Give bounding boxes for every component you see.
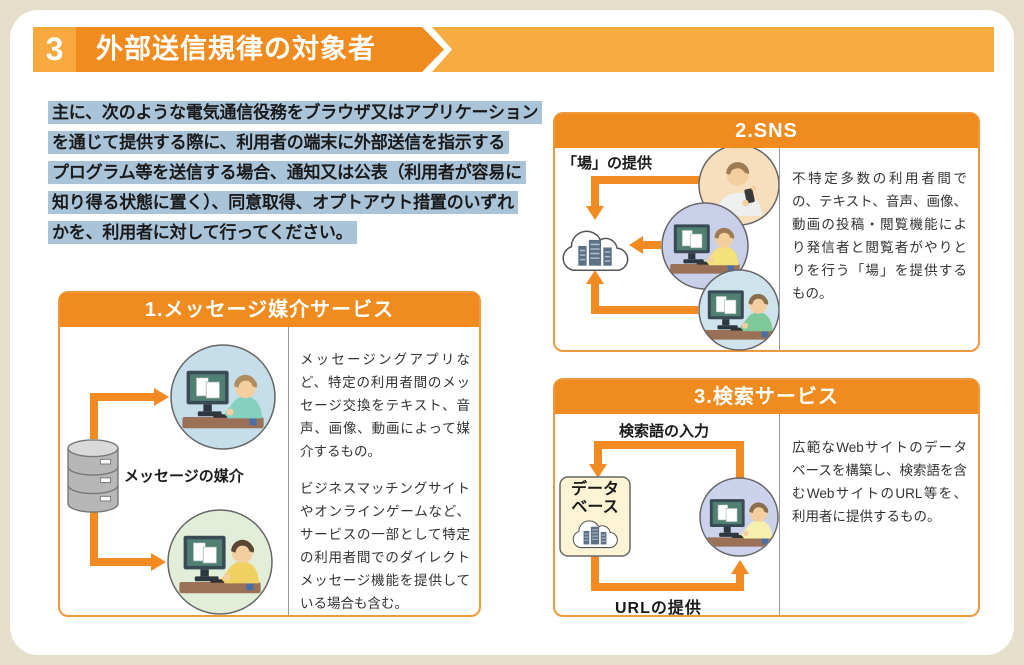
diagram-label-url-output: URLの提供 xyxy=(615,600,702,617)
person-at-computer-icon xyxy=(179,535,261,594)
intro-line: プログラム等を送信する場合、通知又は公表（利用者が容易に xyxy=(48,158,526,184)
intro-line: を通じて提供する際に、利用者の端末に外部送信を指示する xyxy=(48,128,518,154)
box2-paragraph: 不特定多数の利用者間での、テキスト、音声、画像、動画の投稿・閲覧機能により発信者… xyxy=(792,171,967,301)
intro-line: 知り得る状態に置く）、同意取得、オプトアウト措置のいずれ xyxy=(48,188,518,214)
flow-arrowheads xyxy=(151,388,169,571)
box3-text: 広範なWebサイトのデータベースを構築し、検索語を含むWebサイトのURL等を、… xyxy=(780,414,978,615)
box2-title: 2.SNS xyxy=(555,114,978,148)
diagram-label-place: 「場」の提供 xyxy=(562,155,653,172)
box1-paragraph-1: メッセージングアプリなど、特定の利用者間のメッセージ交換をテキスト、音声、画像、… xyxy=(300,352,470,459)
person-at-computer-icon xyxy=(703,290,775,340)
box-sns: 2.SNS xyxy=(553,112,980,352)
cloud-server-icon xyxy=(562,230,629,272)
box1-text: メッセージングアプリなど、特定の利用者間のメッセージ交換をテキスト、音声、画像、… xyxy=(289,327,479,615)
header-bar: 外部送信規律の対象者 xyxy=(76,27,444,72)
box3-title: 3.検索サービス xyxy=(555,380,978,414)
box1-title: 1.メッセージ媒介サービス xyxy=(60,293,479,327)
divider xyxy=(779,148,780,350)
box1-paragraph-2: ビジネスマッチングサイトやオンラインゲームなど、サービスの一部として特定の利用者… xyxy=(300,481,470,611)
intro-line: 主に、次のような電気通信役務をブラウザ又はアプリケーション xyxy=(48,98,543,124)
intro-line: かを、利用者に対して行ってください。 xyxy=(48,218,518,244)
person-at-computer-icon xyxy=(669,224,741,274)
diagram-label-search-input: 検索語の入力 xyxy=(619,423,710,440)
diagram-label-mediation: メッセージの媒介 xyxy=(124,468,244,485)
person-at-computer-icon xyxy=(182,370,264,429)
database-icon xyxy=(67,439,119,513)
diagram-label-database: データ ベース xyxy=(570,481,619,516)
section-number: 3 xyxy=(33,27,76,72)
box-message-service: 1.メッセージ媒介サービス xyxy=(58,291,481,617)
box2-text: 不特定多数の利用者間での、テキスト、音声、画像、動画の投稿・閲覧機能により発信者… xyxy=(780,148,978,350)
box2-diagram: 「場」の提供 xyxy=(555,148,779,351)
divider xyxy=(779,414,780,615)
flow-arrow xyxy=(591,441,744,591)
intro-paragraph: 主に、次のような電気通信役務をブラウザ又はアプリケーション を通じて提供する際に… xyxy=(48,98,543,248)
page-title: 外部送信規律の対象者 xyxy=(96,34,376,64)
flow-arrow xyxy=(90,393,154,566)
box1-diagram: メッセージの媒介 xyxy=(60,327,288,615)
person-at-computer-icon xyxy=(706,498,774,547)
flow-arrowheads xyxy=(589,464,749,574)
box3-paragraph: 広範なWebサイトのデータベースを構築し、検索語を含むWebサイトのURL等を、… xyxy=(792,440,967,524)
box3-diagram: 検索語の入力 データ ベース URLの提供 xyxy=(555,414,779,617)
flow-arrowheads xyxy=(586,206,643,284)
header-bar-tail xyxy=(432,27,994,72)
flow-arrow xyxy=(591,176,699,314)
box-search-service: 3.検索サービス xyxy=(553,378,980,617)
divider xyxy=(288,327,289,615)
